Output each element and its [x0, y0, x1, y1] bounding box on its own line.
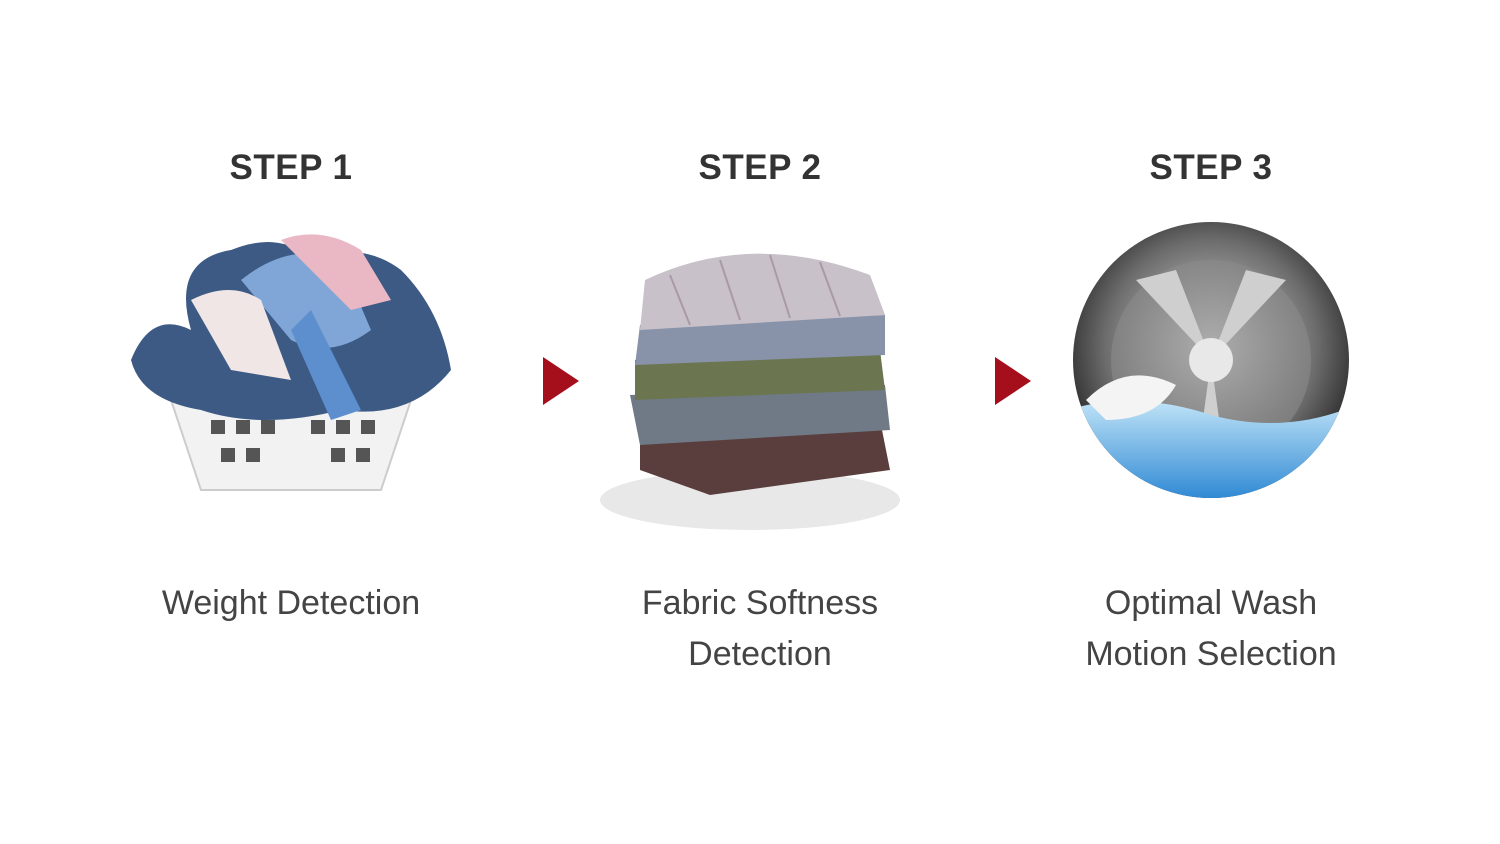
step-label-line1: Weight Detection — [161, 584, 421, 622]
step-title: STEP 2 — [698, 148, 822, 187]
step-label-line1: Optimal Wash — [1104, 584, 1318, 622]
step-label-line2: Detection — [688, 635, 832, 673]
step-label-line1: Fabric Softness — [641, 584, 879, 622]
step-label-line2: Motion Selection — [1085, 635, 1337, 673]
folded-clothes-stack-icon — [600, 253, 900, 530]
laundry-basket-icon — [131, 234, 451, 491]
next-arrow-icon — [995, 357, 1031, 405]
step-title: STEP 1 — [229, 148, 353, 187]
step-title: STEP 3 — [1149, 148, 1273, 187]
washer-drum-icon — [1073, 222, 1349, 498]
next-arrow-icon — [543, 357, 579, 405]
